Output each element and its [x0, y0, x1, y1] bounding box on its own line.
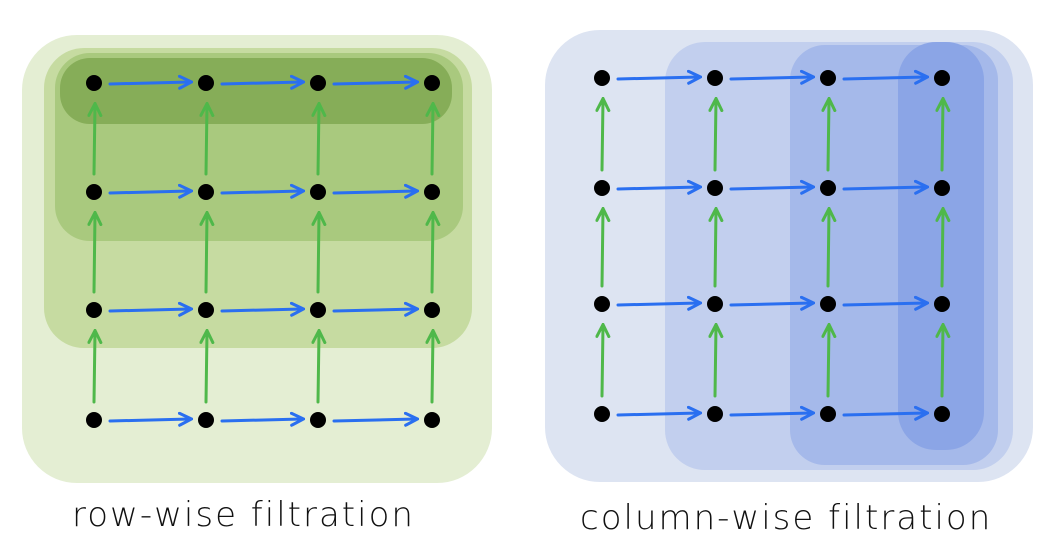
vertical-arrow — [715, 100, 716, 172]
lattice-dot — [86, 302, 102, 318]
horizontal-arrow — [220, 82, 302, 84]
lattice-dot — [86, 184, 102, 200]
lattice-dot — [424, 184, 440, 200]
vertical-arrow — [318, 214, 319, 294]
column-wise-filtration-caption: column-wise filtration — [580, 498, 993, 538]
row-band-level-4 — [60, 58, 452, 124]
lattice-dot — [707, 180, 723, 196]
row-wise-filtration-caption: row-wise filtration — [72, 495, 415, 535]
vertical-arrow — [942, 326, 943, 398]
vertical-arrow — [94, 214, 95, 294]
horizontal-arrow — [616, 77, 699, 79]
vertical-arrow — [318, 105, 319, 176]
row-wise-filtration-bands — [22, 35, 492, 483]
lattice-dot — [820, 70, 836, 86]
lattice-dot — [310, 75, 326, 91]
horizontal-arrow — [842, 303, 926, 305]
left-lattice — [86, 75, 440, 428]
horizontal-arrow — [616, 303, 699, 305]
lattice-dot — [820, 406, 836, 422]
lattice-dot — [594, 406, 610, 422]
vertical-arrow — [432, 332, 433, 404]
lattice-dot — [594, 296, 610, 312]
horizontal-arrow — [842, 413, 926, 415]
lattice-dot — [310, 302, 326, 318]
horizontal-arrow — [108, 419, 190, 421]
vertical-arrow — [828, 210, 829, 288]
vertical-arrow — [318, 332, 319, 404]
vertical-arrow — [942, 210, 943, 288]
horizontal-arrow — [220, 419, 302, 421]
horizontal-arrow — [729, 77, 812, 79]
horizontal-arrow — [108, 309, 190, 311]
horizontal-arrow — [616, 413, 699, 415]
lattice-dot — [707, 296, 723, 312]
vertical-arrow — [828, 100, 829, 172]
vertical-arrow — [602, 326, 603, 398]
lattice-dot — [198, 75, 214, 91]
horizontal-arrow — [332, 82, 416, 84]
vertical-arrow — [942, 100, 943, 172]
horizontal-arrow — [332, 191, 416, 193]
lattice-dot — [86, 412, 102, 428]
lattice-dot — [707, 70, 723, 86]
lattice-dot — [934, 296, 950, 312]
vertical-arrow — [206, 105, 207, 176]
vertical-arrow — [94, 105, 95, 176]
horizontal-arrow — [220, 191, 302, 193]
lattice-dot — [424, 75, 440, 91]
horizontal-arrow — [220, 309, 302, 311]
right-lattice — [594, 70, 950, 422]
lattice-dot — [86, 75, 102, 91]
column-wise-filtration-bands — [545, 30, 1033, 482]
vertical-arrow — [602, 210, 603, 288]
vertical-arrow — [94, 332, 95, 404]
vertical-arrow — [715, 326, 716, 398]
lattice-dot — [424, 302, 440, 318]
horizontal-arrow — [108, 191, 190, 193]
horizontal-arrow — [108, 82, 190, 84]
vertical-arrow — [602, 100, 603, 172]
horizontal-arrow — [842, 77, 926, 79]
vertical-arrow — [715, 210, 716, 288]
lattice-dot — [820, 296, 836, 312]
lattice-dot — [934, 406, 950, 422]
lattice-dot — [310, 184, 326, 200]
vertical-arrow — [432, 105, 433, 176]
lattice-dot — [198, 184, 214, 200]
lattice-dot — [198, 412, 214, 428]
lattice-dot — [934, 70, 950, 86]
lattice-dot — [594, 70, 610, 86]
lattice-dot — [707, 406, 723, 422]
horizontal-arrow — [729, 187, 812, 189]
horizontal-arrow — [332, 419, 416, 421]
lattice-dot — [594, 180, 610, 196]
lattice-dot — [424, 412, 440, 428]
column-band-level-4 — [898, 42, 984, 450]
horizontal-arrow — [332, 309, 416, 311]
lattice-dot — [934, 180, 950, 196]
lattice-dot — [310, 412, 326, 428]
vertical-arrow — [206, 332, 207, 404]
lattice-dot — [820, 180, 836, 196]
vertical-arrow — [206, 214, 207, 294]
horizontal-arrow — [729, 413, 812, 415]
vertical-arrow — [828, 326, 829, 398]
horizontal-arrow — [729, 303, 812, 305]
vertical-arrow — [432, 214, 433, 294]
lattice-dot — [198, 302, 214, 318]
horizontal-arrow — [842, 187, 926, 189]
horizontal-arrow — [616, 187, 699, 189]
